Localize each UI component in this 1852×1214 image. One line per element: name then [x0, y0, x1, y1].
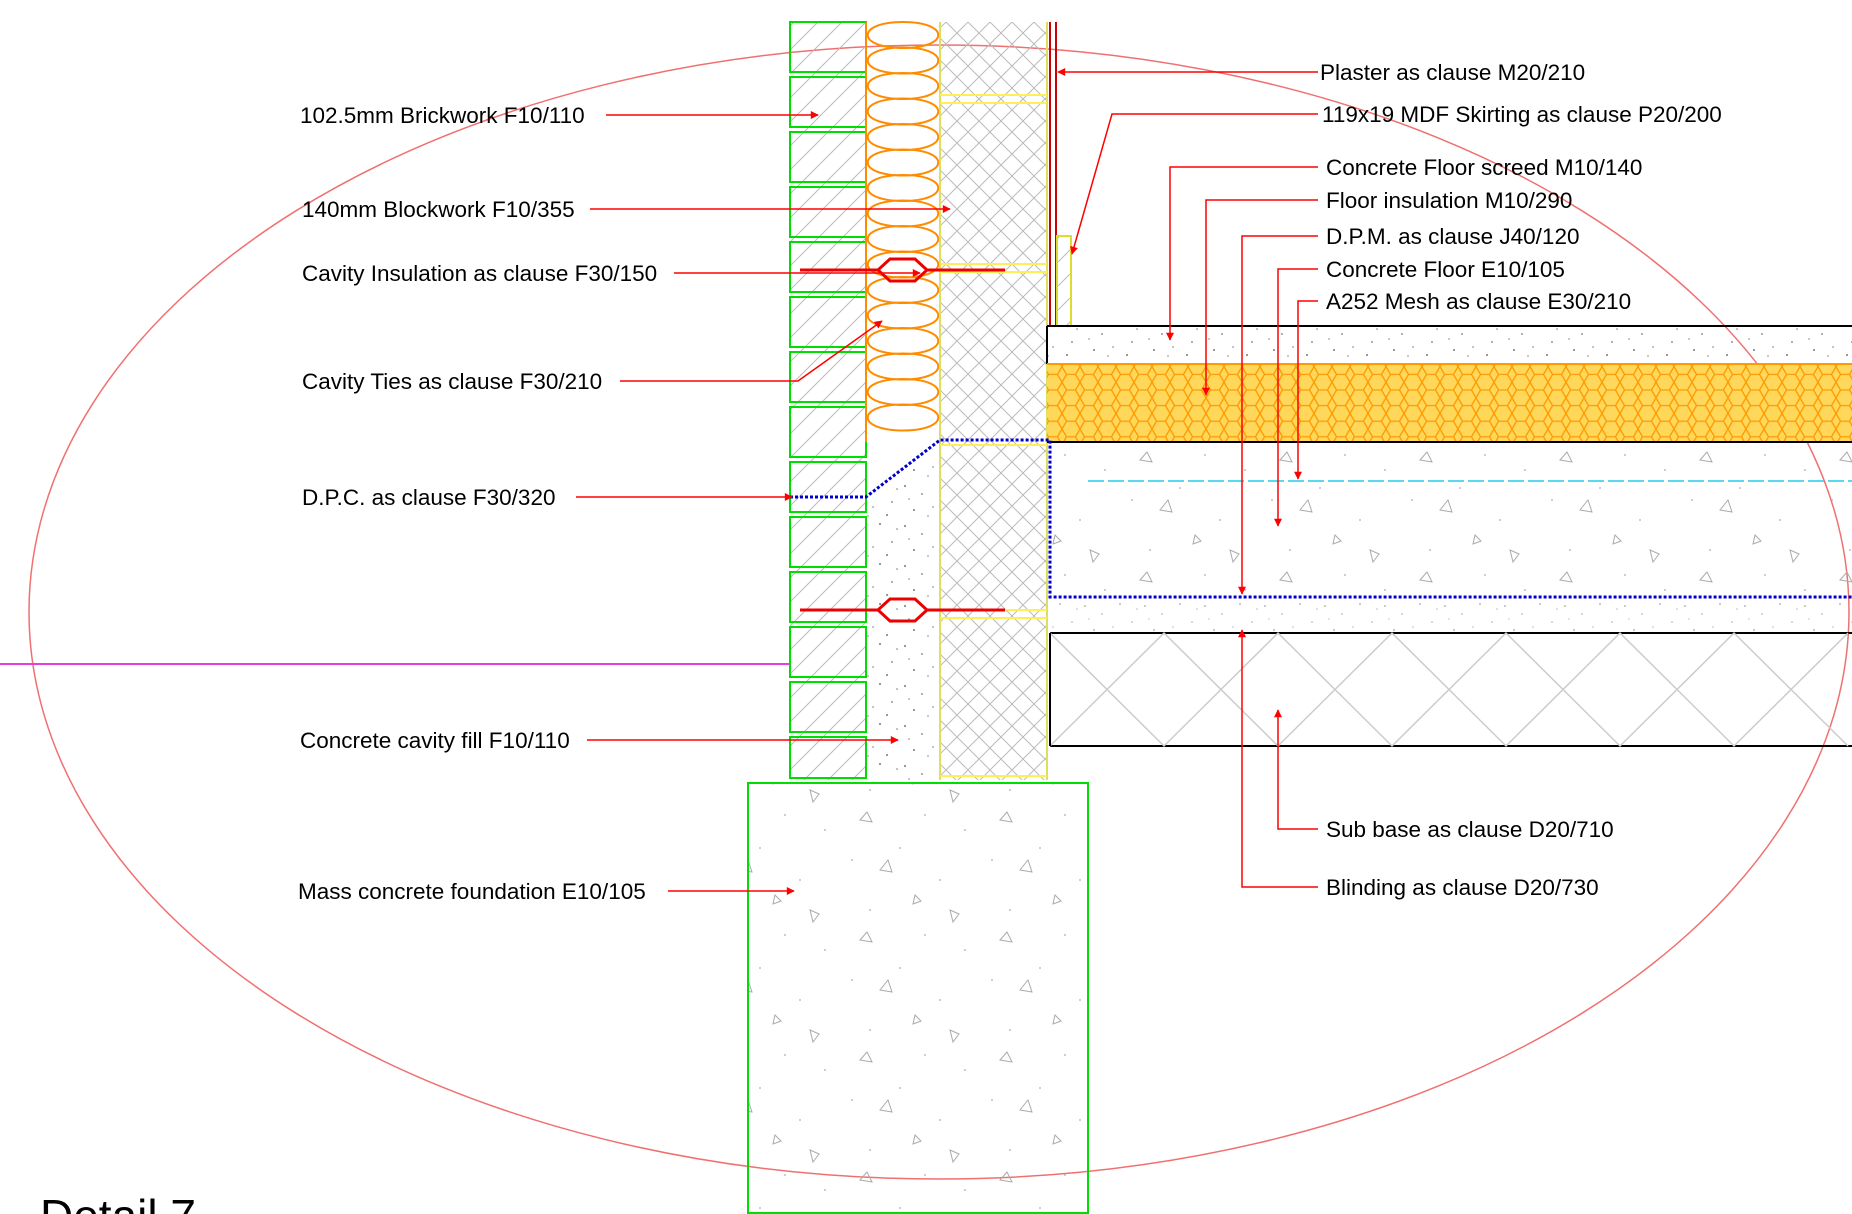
- label-blinding: Blinding as clause D20/730: [1326, 875, 1599, 900]
- brick-leaf: [789, 21, 867, 780]
- floor-screed: [1046, 325, 1852, 364]
- mass-concrete-foundation: [747, 782, 1089, 1214]
- leader-dpm: [1238, 235, 1318, 595]
- sub-base-hardcore: [1049, 631, 1852, 748]
- plaster-layer: [1049, 22, 1057, 326]
- label-dpc: D.P.C. as clause F30/320: [302, 485, 555, 510]
- leader-blinding: [1238, 629, 1318, 888]
- blockwork-leaf: [939, 22, 1048, 780]
- label-floor-insulation: Floor insulation M10/290: [1326, 188, 1572, 213]
- leader-screed: [1166, 166, 1318, 341]
- label-mesh: A252 Mesh as clause E30/210: [1326, 289, 1631, 314]
- label-blockwork: 140mm Blockwork F10/355: [302, 197, 575, 222]
- cavity-concrete-fill: [866, 440, 940, 780]
- cavity-insulation: [865, 21, 941, 442]
- label-cavity-insulation: Cavity Insulation as clause F30/150: [302, 261, 657, 286]
- cavity-tie-upper: [800, 257, 1005, 283]
- label-cavity-fill: Concrete cavity fill F10/110: [300, 728, 570, 753]
- detail-title: Detail 7: [40, 1190, 196, 1214]
- label-skirting: 119x19 MDF Skirting as clause P20/200: [1322, 102, 1722, 127]
- floor-insulation-board: [1047, 363, 1852, 443]
- label-sub-base: Sub base as clause D20/710: [1326, 817, 1614, 842]
- skirting-board: [1056, 235, 1072, 327]
- leader-cavity-ties: [620, 320, 883, 382]
- leader-floor-insulation: [1202, 199, 1318, 396]
- leader-sub-base: [1274, 709, 1318, 830]
- leader-concrete-floor: [1274, 268, 1318, 527]
- cavity-tie-lower: [800, 597, 1005, 623]
- blinding-layer: [1050, 597, 1852, 634]
- leader-skirting: [1070, 113, 1318, 255]
- dpc-membrane: [790, 438, 1852, 599]
- label-brickwork: 102.5mm Brickwork F10/110: [300, 103, 585, 128]
- leader-mesh: [1294, 300, 1318, 480]
- label-concrete-floor: Concrete Floor E10/105: [1326, 257, 1565, 282]
- label-dpm: D.P.M. as clause J40/120: [1326, 224, 1579, 249]
- label-foundation: Mass concrete foundation E10/105: [298, 879, 646, 904]
- label-cavity-ties: Cavity Ties as clause F30/210: [302, 369, 602, 394]
- label-plaster: Plaster as clause M20/210: [1320, 60, 1585, 85]
- concrete-floor-slab: [1050, 443, 1852, 595]
- label-screed: Concrete Floor screed M10/140: [1326, 155, 1642, 180]
- leader-lines: [576, 68, 1318, 895]
